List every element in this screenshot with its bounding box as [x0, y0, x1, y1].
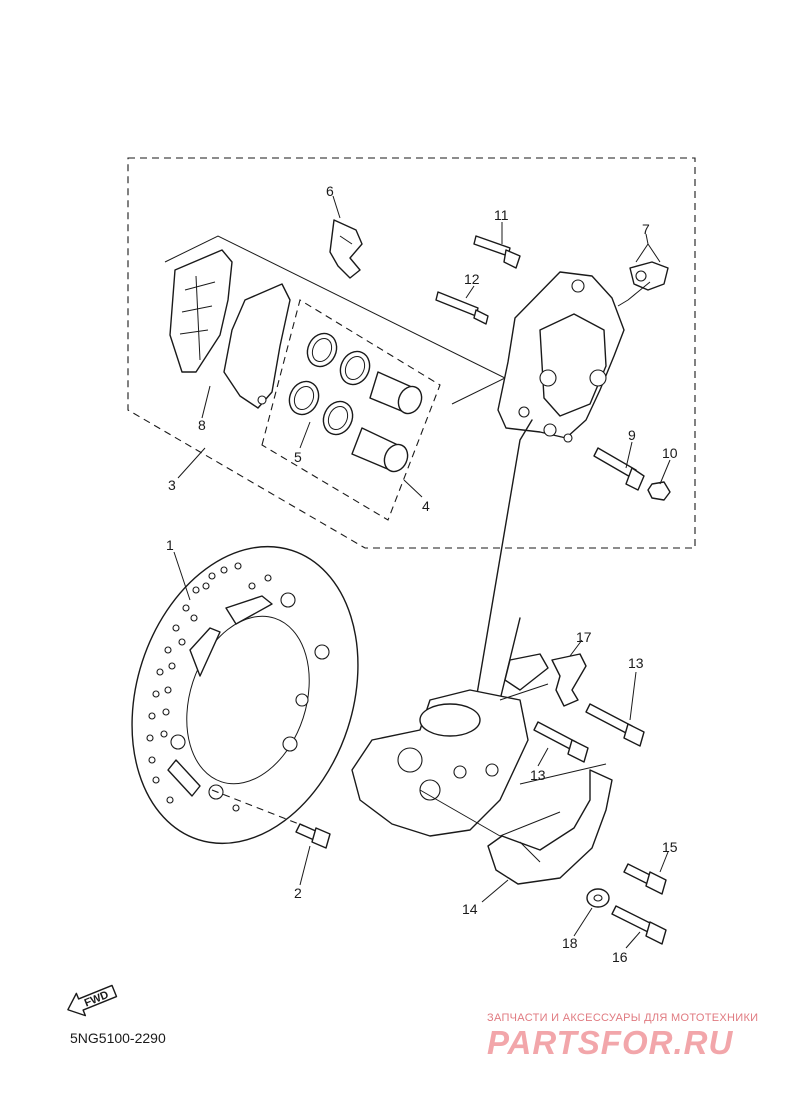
- bolt-13-lower: [533, 721, 589, 763]
- callout-3: 3: [168, 477, 176, 493]
- caliper-pin-11: [473, 235, 521, 269]
- front-fork-bottom: [351, 653, 549, 837]
- brake-disc: [131, 545, 359, 845]
- fork-leg: [475, 419, 533, 701]
- forward-direction-arrow: FWD: [67, 984, 118, 1017]
- assembly-line-bolt13: [499, 683, 607, 785]
- caliper-pistons: [351, 371, 423, 473]
- callout-14: 14: [462, 901, 478, 917]
- callout-6: 6: [326, 183, 334, 199]
- brake-pad-inner: [223, 283, 291, 409]
- assembly-line-guard: [419, 789, 501, 837]
- disc-perforations: [146, 562, 272, 812]
- watermark-subtitle: ЗАПЧАСТИ И АКСЕССУАРЫ ДЛЯ МОТОТЕХНИКИ: [487, 1012, 759, 1024]
- callout-16: 16: [612, 949, 628, 965]
- leader-lines: [173, 195, 671, 949]
- callout-12: 12: [464, 271, 480, 287]
- assembly-line-disc: [211, 789, 305, 827]
- piston-seals: [288, 332, 371, 436]
- caliper-pin-12: [435, 291, 489, 325]
- callout-10: 10: [662, 445, 678, 461]
- callout-4: 4: [422, 498, 430, 514]
- brake-caliper-body: [497, 271, 625, 443]
- callout-18: 18: [562, 935, 578, 951]
- bolt-13-upper: [585, 703, 645, 747]
- fwd-label: FWD: [83, 989, 111, 1010]
- pad-spring: [329, 219, 363, 279]
- watermark-logo: PARTSFOR.RU: [487, 1024, 734, 1061]
- callout-7: 7: [642, 221, 650, 237]
- callout-8: 8: [198, 417, 206, 433]
- callout-15: 15: [662, 839, 678, 855]
- callout-1: 1: [166, 537, 174, 553]
- disc-screw: [295, 823, 331, 849]
- cable-bracket: [551, 653, 587, 707]
- disc-guard: [487, 769, 613, 885]
- callout-13-upper: 13: [628, 655, 644, 671]
- diagram-code: 5NG5100-2290: [70, 1030, 166, 1046]
- bleed-screw: [617, 243, 669, 307]
- callout-13-lower: 13: [530, 767, 546, 783]
- callout-9: 9: [628, 427, 636, 443]
- callout-2: 2: [294, 885, 302, 901]
- piston-kit-dashed-box: [261, 299, 441, 521]
- caliper-nut: [647, 481, 671, 501]
- callout-11: 11: [494, 207, 509, 223]
- caliper-assembly-dashed-box: [127, 157, 696, 549]
- bolt-15: [623, 863, 667, 895]
- washer-18: [586, 888, 610, 908]
- callout-5: 5: [294, 449, 302, 465]
- callout-17: 17: [576, 629, 592, 645]
- caliper-bolt: [593, 447, 645, 491]
- bolt-16: [611, 905, 667, 945]
- brake-pad-outer: [169, 249, 233, 373]
- pad-kit-outline: [164, 235, 507, 405]
